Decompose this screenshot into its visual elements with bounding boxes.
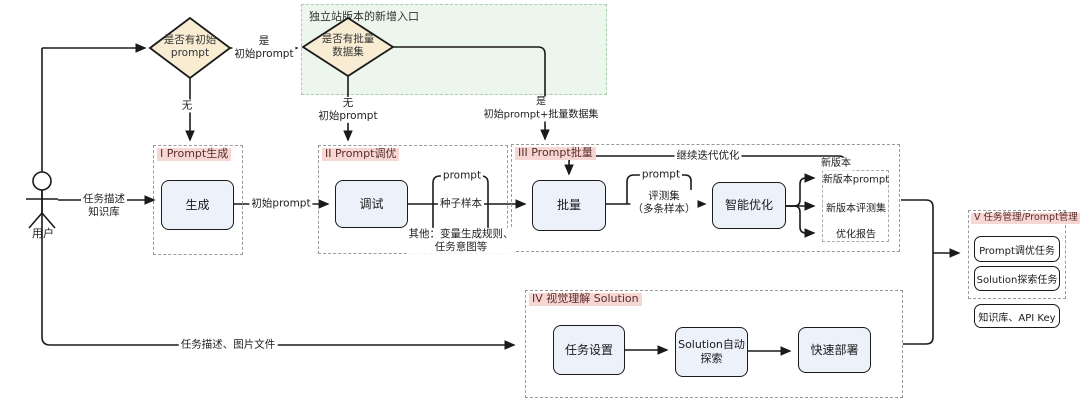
edge-user-to-vision-section [41, 48, 516, 350]
section-vision-solution-label: IV 视觉理解 Solution [529, 292, 642, 306]
section-prompt-tuning-label: II Prompt调优 [322, 147, 400, 161]
bundle2-left-bracket [626, 174, 642, 204]
node-solution-explore: Solution自动 探索 [675, 327, 748, 377]
decision-batch-dataset-diamond [301, 16, 395, 78]
node-smart-optimize-label: 智能优化 [724, 198, 773, 212]
section-task-management: V 任务管理/Prompt管理 [968, 210, 1080, 299]
label-task-desc-images: 任务描述、图片文件 [178, 338, 278, 352]
edge-optimize-to-report [786, 205, 816, 238]
card-solution-explore-task: Solution探索任务 [974, 266, 1060, 291]
output-optimization-report: 优化报告 [836, 229, 876, 241]
actor-leg-left [28, 212, 43, 229]
node-generate-label: 生成 [185, 197, 210, 212]
node-smart-optimize: 智能优化 [712, 182, 786, 229]
edge-section4-out [903, 253, 934, 345]
section-task-management-label: V 任务管理/Prompt管理 [971, 212, 1080, 224]
node-task-setup-label: 任务设置 [564, 342, 613, 357]
label-bundle1-seed: 种子样本 [438, 197, 484, 211]
edge-section3-out [901, 199, 934, 253]
new-version-label: 新版本 [819, 157, 853, 171]
output-new-version-evalset: 新版本评测集 [826, 203, 886, 215]
section-prompt-generation-label: I Prompt生成 [157, 147, 232, 161]
label-bundle1-other: 其他：变量生成规则、 任务意图等 [406, 227, 516, 255]
label-bundle1-prompt: prompt [440, 169, 484, 183]
decision-initial-prompt-text: 是否有初始 prompt [163, 33, 217, 59]
node-batch: 批量 [532, 180, 606, 231]
bundle1-left-bracket [432, 175, 447, 230]
output-new-version-prompt: 新版本prompt [822, 174, 890, 186]
label-iterate: 继续迭代优化 [674, 149, 742, 163]
decision-batch-dataset-text: 是否有批量 数据集 [321, 32, 375, 58]
card-solution-explore-task-label: Solution探索任务 [976, 275, 1058, 286]
node-batch-label: 批量 [556, 198, 581, 212]
new-version-outputs-box [822, 170, 889, 242]
node-debug: 调试 [335, 180, 408, 228]
node-quick-deploy: 快速部署 [798, 327, 871, 373]
card-prompt-tuning-task: Prompt调优任务 [974, 236, 1060, 262]
node-quick-deploy-label: 快速部署 [810, 342, 859, 357]
label-task-desc-kb: 任务描述 知识库 [81, 192, 127, 220]
edge-decision2-yes [393, 46, 550, 141]
decision-initial-prompt-diamond [148, 16, 232, 80]
standalone-entry-label: 独立站版本的新增入口 [309, 10, 419, 23]
card-kb-api-key-label: 知识库、API Key [978, 312, 1056, 324]
actor-leg-right [41, 212, 56, 229]
label-yes-initial: 是 初始prompt [232, 34, 296, 62]
card-kb-api-key: 知识库、API Key [974, 304, 1060, 328]
node-task-setup: 任务设置 [553, 325, 625, 375]
actor-head [32, 171, 52, 191]
section-prompt-batch-label: III Prompt批量 [515, 146, 596, 160]
section-prompt-batch: III Prompt批量 [511, 144, 900, 252]
label-initial-prompt: 初始prompt [249, 197, 313, 211]
label-yes-batch: 是 初始prompt+批量数据集 [481, 96, 601, 122]
section-prompt-generation: I Prompt生成 [153, 145, 243, 255]
label-bundle2-evalset: 评测集 （多条样本） [630, 189, 698, 217]
label-no-initial: 无 [179, 99, 195, 113]
section-vision-solution: IV 视觉理解 Solution [525, 290, 903, 398]
card-prompt-tuning-task-label: Prompt调优任务 [979, 245, 1055, 257]
label-no-batch: 无 初始prompt [316, 96, 380, 124]
node-solution-explore-label: Solution自动 探索 [678, 338, 745, 365]
bundle2-right-bracket [679, 174, 692, 204]
node-generate: 生成 [161, 180, 234, 230]
node-debug-label: 调试 [359, 196, 384, 211]
label-bundle2-prompt: prompt [639, 168, 683, 182]
actor-label: 用户 [32, 227, 54, 241]
